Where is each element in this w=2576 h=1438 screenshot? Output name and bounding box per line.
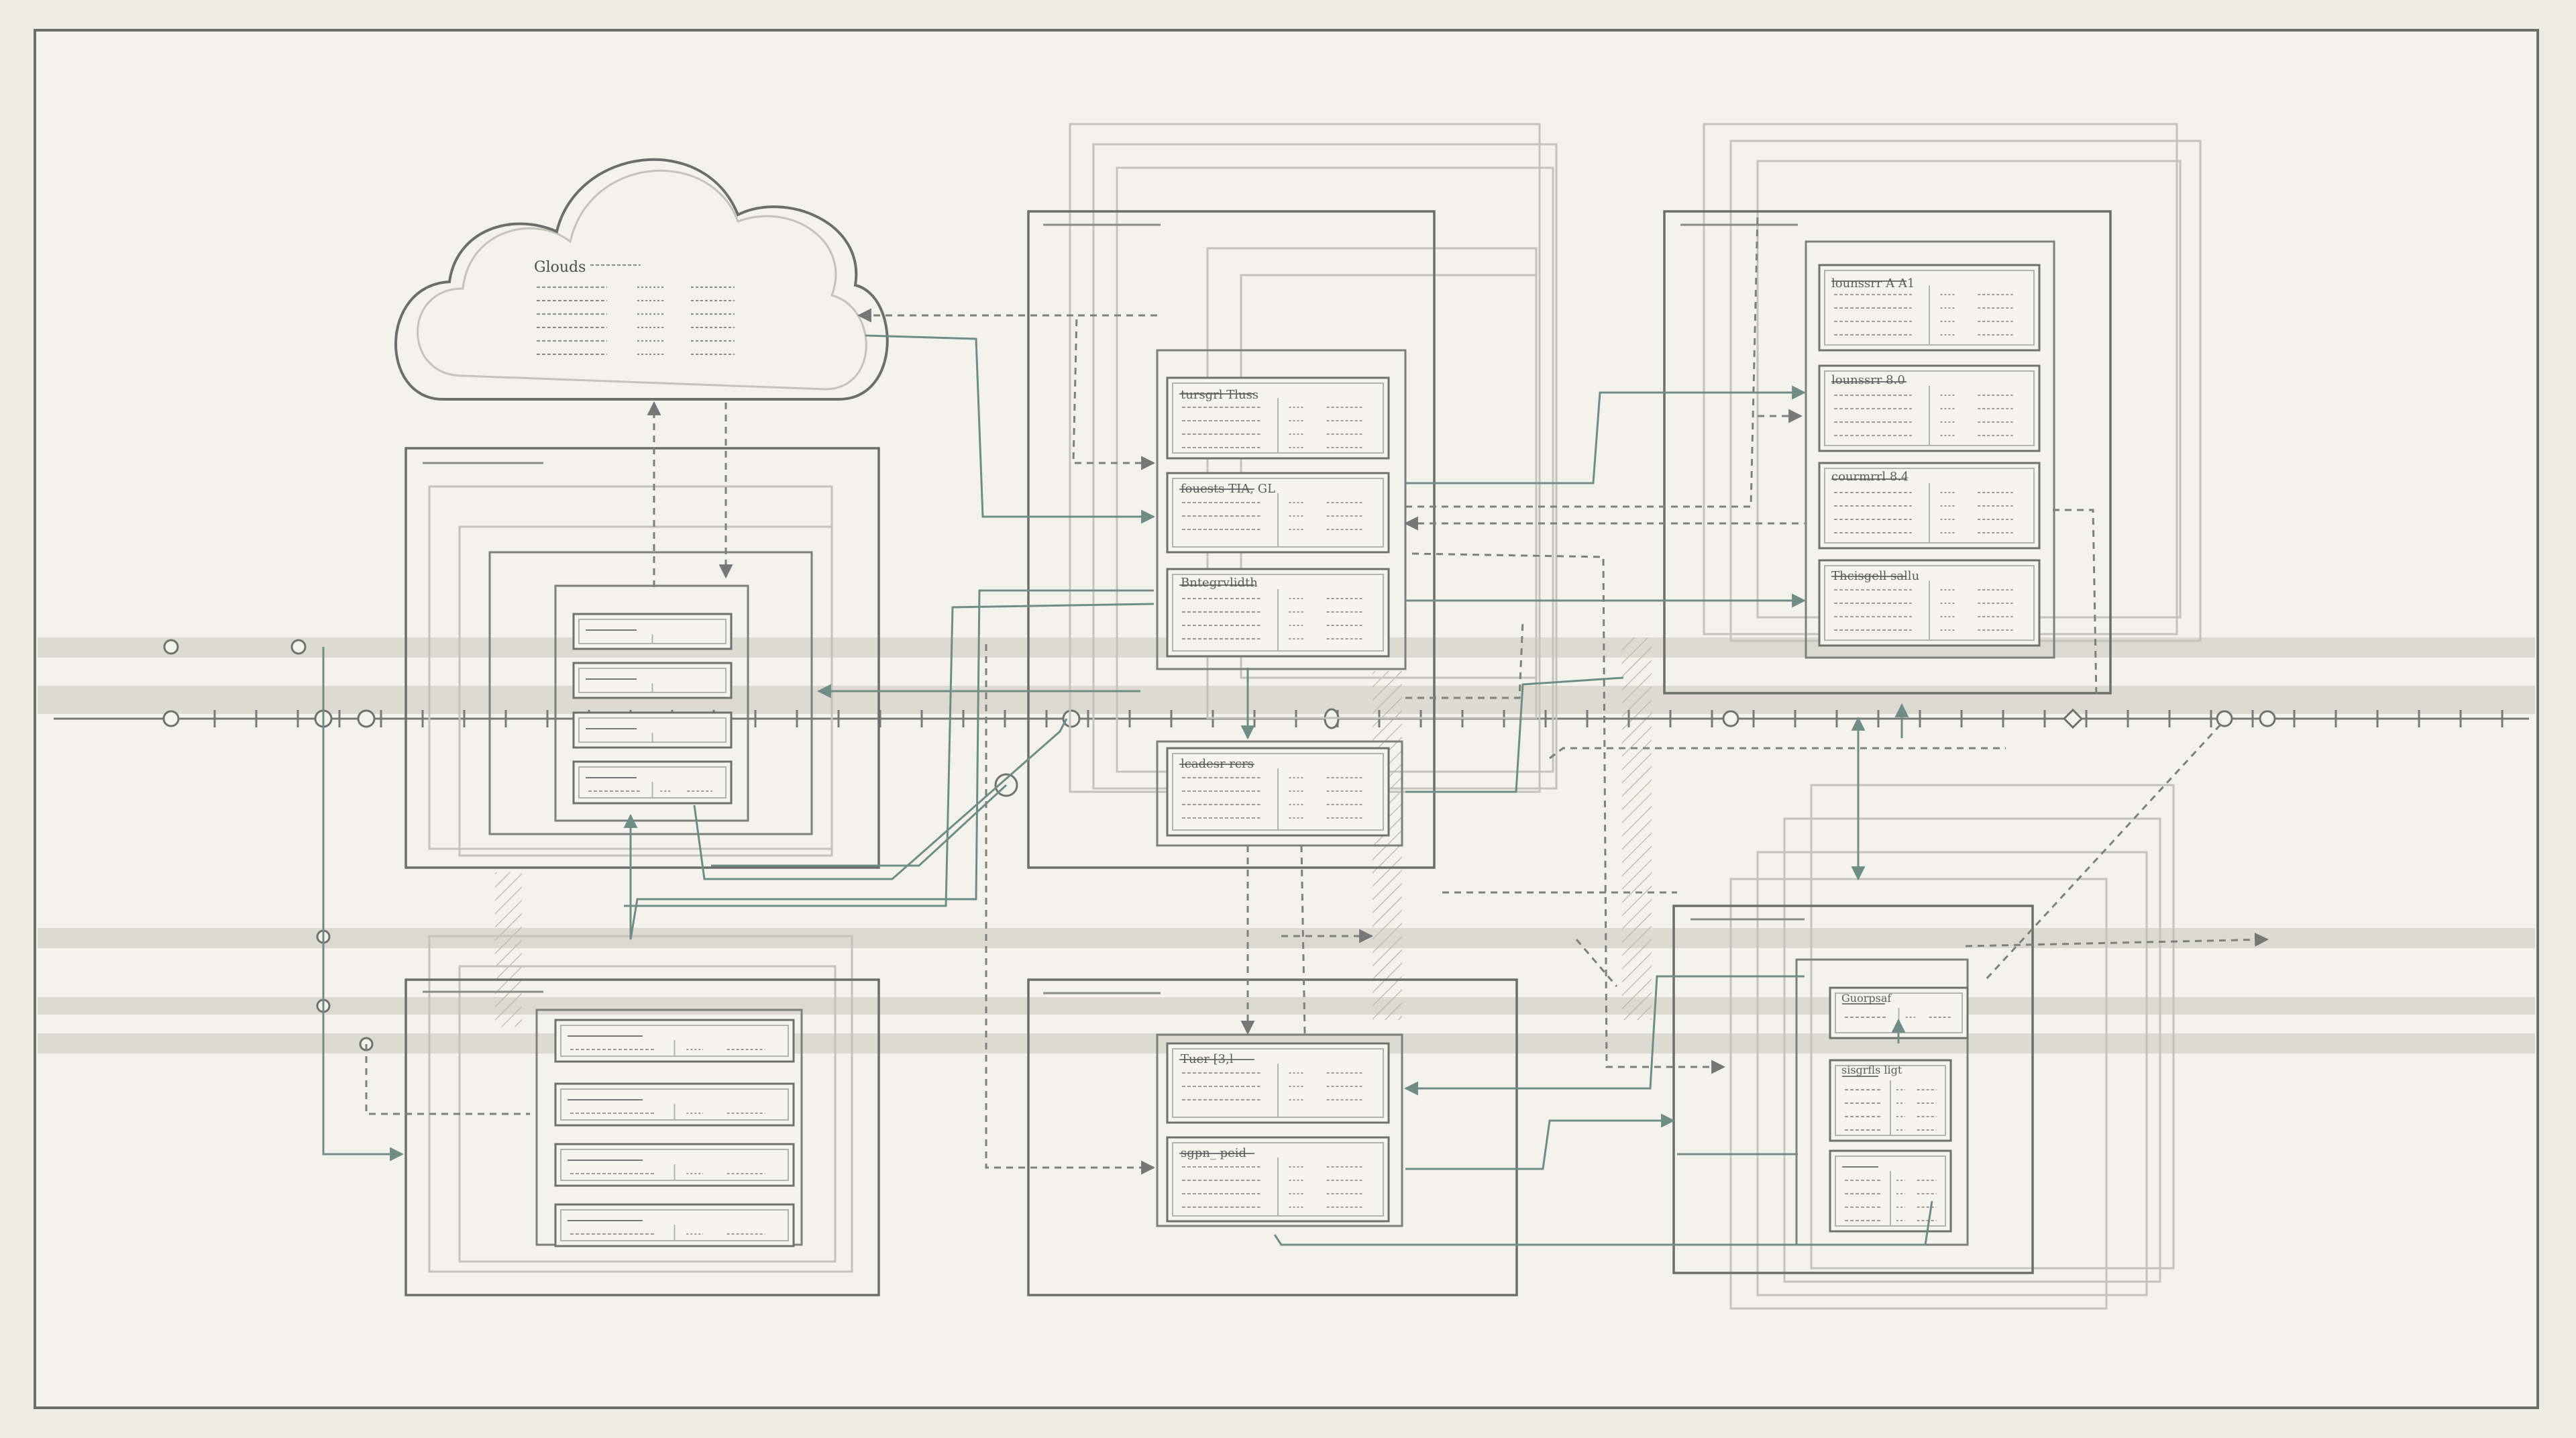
record-box (1166, 1136, 1390, 1223)
record-box (554, 1082, 795, 1127)
record-box (572, 711, 733, 749)
cloud-service: Glouds (394, 158, 889, 401)
main-containers (405, 210, 2112, 1296)
connector-lines (322, 214, 2269, 1246)
record-box (554, 1019, 795, 1063)
record-box (1166, 568, 1390, 658)
container-center-top (1027, 210, 1436, 869)
cloud-label: Glouds (534, 259, 586, 276)
container-title-bars (423, 223, 1805, 994)
records-layer (554, 264, 2041, 1247)
record-box (1818, 462, 2041, 550)
record-box (572, 613, 733, 650)
record-box (1166, 376, 1390, 460)
container-left-upper (405, 447, 880, 869)
record-box (1166, 472, 1390, 554)
record-box (1166, 1042, 1390, 1124)
record-box (1818, 264, 2041, 352)
timeline-nodes (162, 639, 2276, 1051)
record-box (1829, 1149, 1952, 1233)
record-box (554, 1143, 795, 1187)
record-box (572, 760, 733, 805)
cloud-shape (394, 158, 889, 401)
record-box (572, 662, 733, 699)
record-box (554, 1203, 795, 1247)
container-right-bottom (1672, 905, 2034, 1274)
record-box (1818, 364, 2041, 452)
inner-frames (488, 240, 2055, 1246)
container-center-bottom (1027, 978, 1518, 1296)
timeline-bands (38, 637, 2535, 1054)
record-box (1166, 747, 1390, 837)
record-box (1818, 559, 2041, 647)
record-box (1829, 1059, 1952, 1142)
container-left-lower (405, 978, 880, 1296)
container-right-top (1663, 210, 2112, 695)
